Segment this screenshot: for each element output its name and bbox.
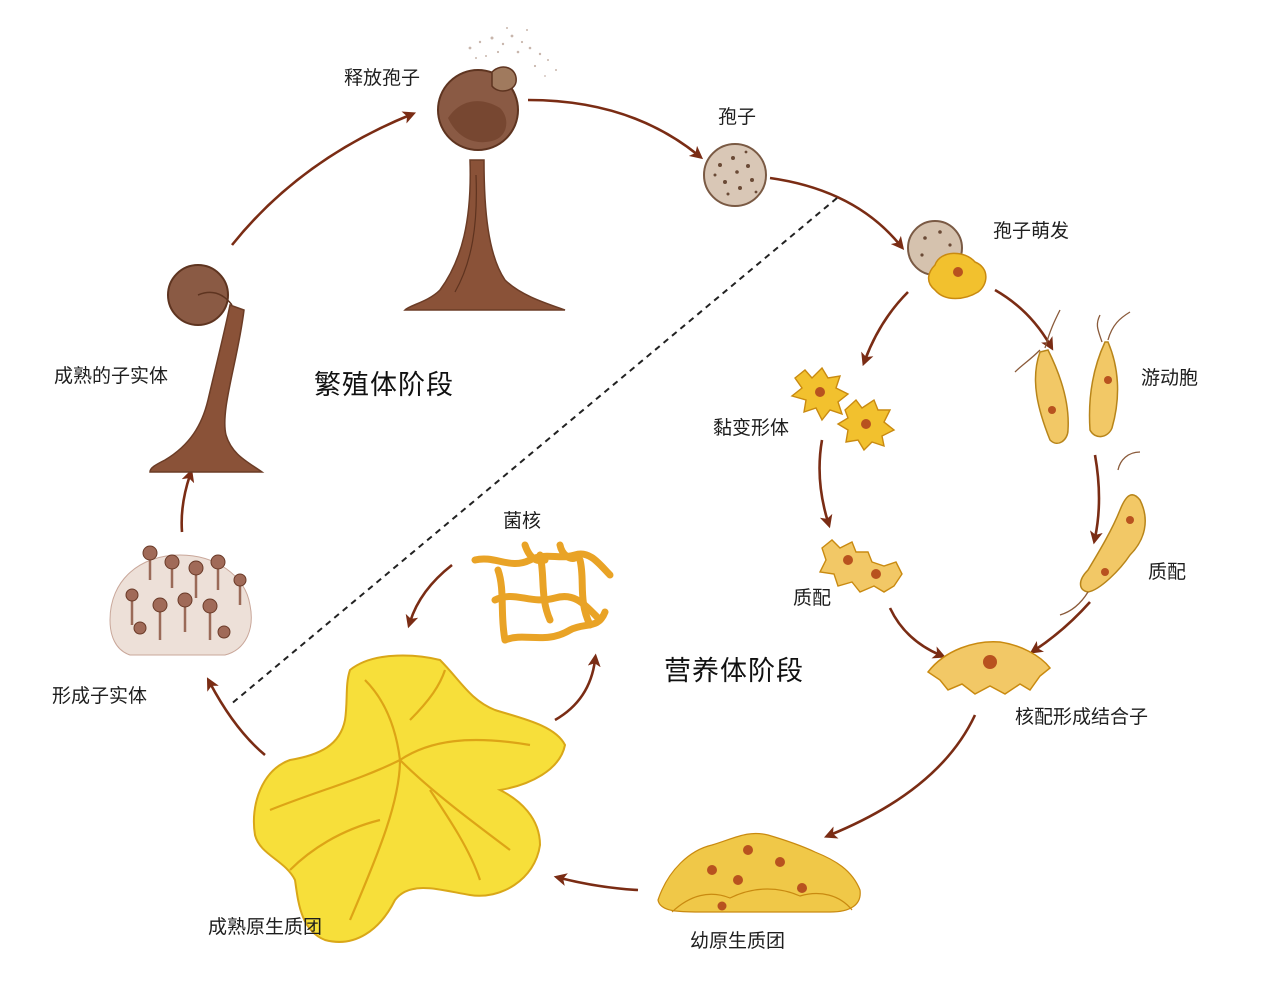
- plasmogamy-left-cells: [818, 539, 903, 593]
- label-forming-fruiting-body: 形成子实体: [52, 685, 148, 707]
- releasing-sporangium: [403, 27, 566, 311]
- label-young-plasmodium: 幼原生质团: [690, 930, 786, 952]
- label-zygote: 核配形成结合子: [1015, 706, 1149, 728]
- label-spore-germination: 孢子萌发: [993, 220, 1070, 242]
- arrow-release-to-spore: [527, 98, 704, 160]
- arrow-germination-to-myxamoeba: [861, 291, 909, 367]
- arrow-plasmogamy-right-to-zygote: [1029, 601, 1091, 654]
- forming-fruiting-bodies: [109, 545, 252, 656]
- sclerotium: [471, 541, 614, 644]
- mature-plasmodium: [253, 654, 567, 943]
- reproductive-phase-title: 繁殖体阶段: [314, 370, 454, 401]
- label-sclerotium: 菌核: [503, 510, 542, 532]
- label-plasmogamy-left: 质配: [793, 587, 832, 609]
- plasmogamy-right-cells: [1059, 451, 1146, 616]
- arrow-forming-to-mature-fruiting: [180, 468, 195, 533]
- label-spore: 孢子: [718, 106, 757, 128]
- label-myxamoeba: 黏变形体: [713, 417, 790, 439]
- label-plasmogamy-right: 质配: [1148, 561, 1187, 583]
- phase-divider-line: [229, 197, 838, 706]
- arrow-young-to-mature-plasmodium: [553, 873, 639, 892]
- arrow-plasmodium-to-forming: [206, 677, 266, 756]
- mature-fruiting-body: [149, 264, 265, 473]
- arrow-fruiting-to-release: [230, 111, 417, 246]
- arrow-sclerotium-to-plasmodium: [405, 563, 453, 629]
- zygote-cell: [926, 641, 1052, 695]
- label-release-spores: 释放孢子: [344, 67, 421, 89]
- vegetative-phase-title: 营养体阶段: [664, 656, 804, 687]
- arrow-plasmodium-to-sclerotium: [554, 653, 601, 722]
- zoospores: [1014, 309, 1131, 444]
- germinating-spore: [907, 220, 987, 300]
- young-plasmodium: [657, 832, 861, 913]
- spore-illustration: [703, 143, 767, 207]
- cycle-arrows: [180, 98, 1103, 892]
- arrow-germination-to-zoospore: [994, 288, 1054, 351]
- label-mature-plasmodium: 成熟原生质团: [208, 916, 323, 938]
- arrow-zoospore-down: [1089, 454, 1103, 545]
- arrow-myxamoeba-down: [818, 439, 833, 529]
- label-zoospore: 游动胞: [1141, 367, 1199, 389]
- arrow-zygote-to-young-plasmodium: [823, 714, 977, 839]
- arrow-spore-to-germination: [769, 176, 905, 251]
- arrow-plasmogamy-left-to-zygote: [888, 607, 946, 659]
- label-mature-fruiting-body: 成熟的子实体: [54, 365, 169, 387]
- myxamoebae: [790, 366, 896, 452]
